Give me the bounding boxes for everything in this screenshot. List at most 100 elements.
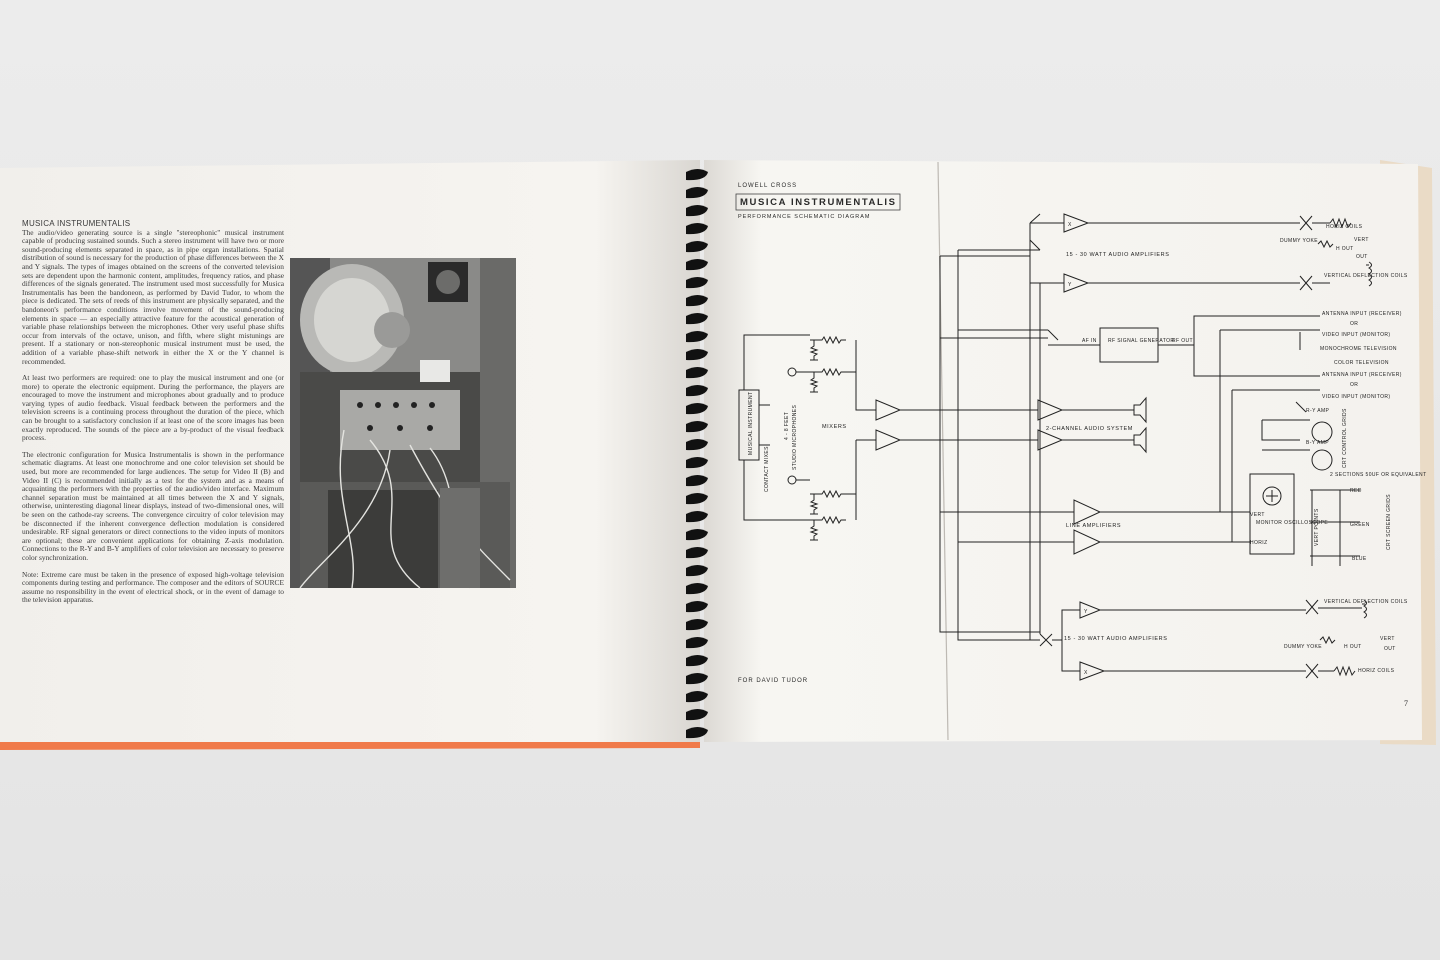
label-rf-generator: RF SIGNAL GENERATOR: [1108, 338, 1174, 344]
label-dummy-yoke-bottom: DUMMY YOKE: [1284, 644, 1322, 650]
article-paragraph: At least two performers are required: on…: [22, 373, 284, 443]
mixer-resistor: [810, 489, 846, 499]
label-r-y-amp: R-Y AMP: [1306, 408, 1330, 414]
equipment-photo: [290, 258, 516, 589]
label-h-out-top: H OUT: [1336, 246, 1354, 252]
label-out-top: OUT: [1356, 254, 1368, 260]
author-name: LOWELL CROSS: [738, 183, 798, 189]
label-blue: BLUE: [1352, 556, 1367, 562]
spiral-loop: [686, 187, 708, 199]
spiral-loop: [686, 277, 708, 289]
label-amps-top: 15 - 30 WATT AUDIO AMPLIFIERS: [1066, 252, 1170, 258]
piece-title: MUSICA INSTRUMENTALIS: [740, 197, 897, 208]
spiral-loop: [686, 205, 708, 217]
spiral-loop: [686, 439, 708, 451]
spiral-loop: [686, 637, 708, 649]
spiral-loop: [686, 223, 708, 235]
dedication: FOR DAVID TUDOR: [738, 678, 809, 684]
spiral-loop: [686, 259, 708, 271]
spiral-loop: [686, 367, 708, 379]
mixer-potentiometer: [809, 494, 819, 515]
label-b-y-amp: B-Y AMP: [1306, 440, 1329, 446]
spiral-loop: [686, 457, 708, 469]
label-horiz-coils-top: HORIZ COILS: [1326, 224, 1363, 230]
mixer-potentiometer: [809, 372, 819, 393]
label-video-input-mono: VIDEO INPUT (MONITOR): [1322, 332, 1391, 338]
spiral-loop: [686, 547, 708, 559]
spiral-loop: [686, 475, 708, 487]
label-vert-points: VERT POINTS: [1314, 508, 1320, 546]
label-horiz-coils-bottom: HORIZ COILS: [1358, 668, 1395, 674]
page-number: 7: [1404, 699, 1408, 708]
label-or-mono: OR: [1350, 321, 1358, 327]
spiral-loop: [686, 313, 708, 325]
label-video-input-color: VIDEO INPUT (MONITOR): [1322, 394, 1391, 400]
spiral-loop: [686, 565, 708, 577]
label-h-out-bottom: H OUT: [1344, 644, 1362, 650]
label-y-bottom: Y: [1084, 609, 1088, 615]
mixer-resistor: [810, 335, 846, 345]
label-2-channel-audio: 2-CHANNEL AUDIO SYSTEM: [1046, 426, 1133, 432]
label-distance: 4 - 8 FEET: [784, 412, 790, 440]
label-crt-control-grids: CRT CONTROL GRIDS: [1342, 408, 1348, 468]
spiral-loop: [686, 655, 708, 667]
spiral-loop: [686, 331, 708, 343]
article-heading: MUSICA INSTRUMENTALIS: [22, 219, 131, 228]
mixer-potentiometer: [809, 520, 819, 541]
article-paragraph: The electronic configuration for Musica …: [22, 449, 284, 562]
article-text: MUSICA INSTRUMENTALIS The audio/video ge…: [22, 219, 284, 613]
label-vertical-deflection-bottom: VERTICAL DEFLECTION COILS: [1324, 599, 1408, 605]
right-page: [704, 160, 1422, 742]
spiral-loop: [686, 295, 708, 307]
spiral-loop: [686, 169, 708, 181]
spiral-loop: [686, 691, 708, 703]
diagram-subtitle: PERFORMANCE SCHEMATIC DIAGRAM: [738, 214, 871, 220]
label-vertical-deflection-top: VERTICAL DEFLECTION COILS: [1324, 273, 1408, 279]
spiral-loop: [686, 493, 708, 505]
label-out-bottom: OUT: [1384, 646, 1396, 652]
label-vert-bottom: VERT: [1380, 636, 1395, 642]
label-or-color: OR: [1350, 382, 1358, 388]
spiral-loop: [686, 727, 708, 739]
label-sections: 2 SECTIONS 50UF OR EQUIVALENT: [1330, 472, 1427, 478]
spiral-loop: [686, 583, 708, 595]
label-rf-out: RF OUT: [1172, 338, 1193, 344]
schematic-diagram: [738, 213, 1372, 681]
spiral-binding: [686, 169, 708, 739]
label-vert-in: VERT: [1250, 512, 1265, 518]
spiral-loop: [686, 241, 708, 253]
label-antenna-mono: ANTENNA INPUT (RECEIVER): [1322, 311, 1402, 317]
spiral-loop: [686, 421, 708, 433]
label-studio-microphones: STUDIO MICROPHONES: [792, 404, 798, 470]
label-amps-bottom: 15 - 30 WATT AUDIO AMPLIFIERS: [1064, 636, 1168, 642]
spiral-loop: [686, 673, 708, 685]
label-musical-instrument: MUSICAL INSTRUMENT: [748, 392, 754, 455]
spiral-loop: [686, 349, 708, 361]
label-contact-mixes: CONTACT MIXES: [764, 446, 770, 492]
label-monitor-oscilloscope: MONITOR OSCILLOSCOPE: [1256, 520, 1328, 526]
label-line-amplifiers: LINE AMPLIFIERS: [1066, 523, 1121, 529]
label-x-bottom: X: [1084, 670, 1088, 676]
article-paragraph: Note: Extreme care must be taken in the …: [22, 569, 284, 605]
article-paragraph: The audio/video generating source is a s…: [22, 227, 284, 366]
label-green: GREEN: [1350, 522, 1370, 528]
label-color-tv: COLOR TELEVISION: [1334, 360, 1389, 366]
spiral-loop: [686, 385, 708, 397]
spiral-loop: [686, 709, 708, 721]
label-dummy-yoke-top: DUMMY YOKE: [1280, 238, 1318, 244]
spiral-loop: [686, 511, 708, 523]
spiral-loop: [686, 529, 708, 541]
label-y-top: Y: [1068, 282, 1072, 288]
label-mixers: MIXERS: [822, 424, 847, 430]
label-af-in: AF IN: [1082, 338, 1097, 344]
spiral-loop: [686, 601, 708, 613]
label-horiz-in: HORIZ: [1250, 540, 1268, 546]
label-x-top: X: [1068, 222, 1072, 228]
mixer-resistor: [810, 367, 846, 377]
spiral-loop: [686, 403, 708, 415]
spiral-loop: [686, 619, 708, 631]
label-crt-screen-grids: CRT SCREEN GRIDS: [1386, 494, 1392, 550]
label-monochrome-tv: MONOCHROME TELEVISION: [1320, 346, 1397, 352]
